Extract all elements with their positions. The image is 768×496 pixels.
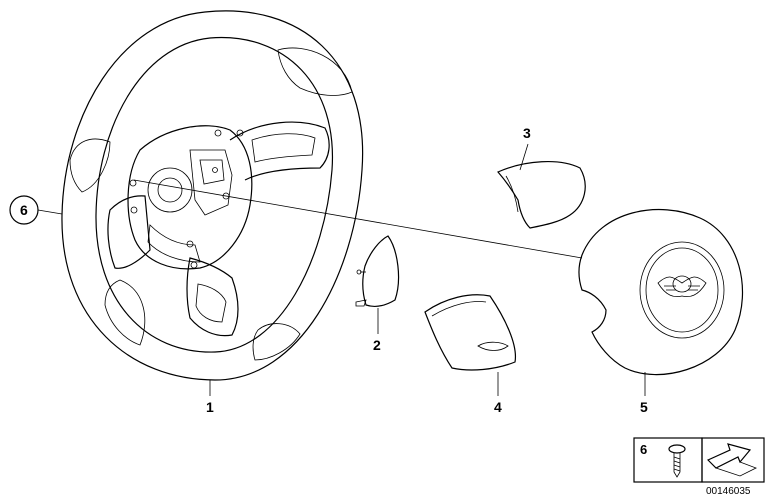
upper-spoke-cover (497, 161, 586, 229)
screw-icon (668, 444, 686, 478)
callout-2: 2 (373, 337, 381, 353)
side-trim-cover (355, 235, 400, 307)
legend-box: 6 00146035 (633, 437, 765, 496)
mini-logo-emblem (657, 275, 707, 298)
callout-5: 5 (640, 399, 648, 415)
airbag-module (578, 208, 743, 376)
steering-wheel (61, 10, 364, 381)
callout-6-circle (9, 195, 39, 225)
callout-3: 3 (523, 125, 531, 141)
arrow-pictogram-icon (706, 443, 757, 477)
legend-item-number: 6 (640, 442, 647, 457)
callout-6: 6 (20, 202, 28, 218)
callout-1: 1 (206, 399, 214, 415)
callout-4: 4 (494, 399, 502, 415)
drawing-number: 00146035 (706, 486, 751, 496)
lower-spoke-cover (424, 294, 517, 371)
leader-lines (37, 143, 646, 396)
